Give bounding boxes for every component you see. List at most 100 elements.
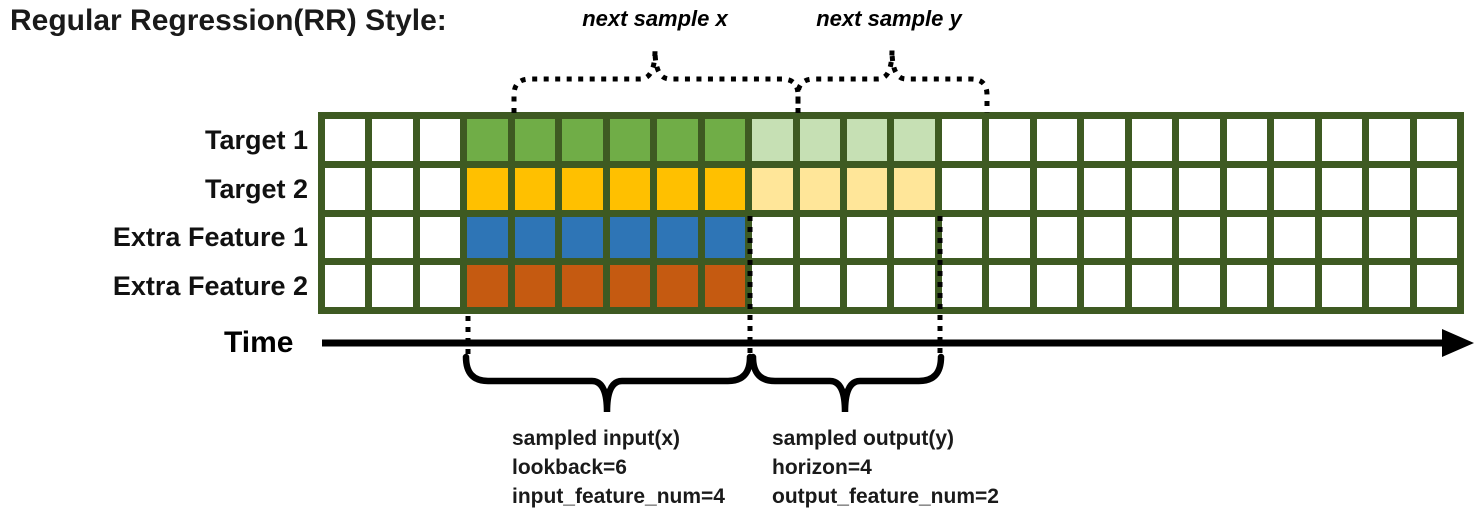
grid-cell-r2-c23: [1369, 167, 1410, 210]
grid-cell-r1-c1: [325, 119, 366, 161]
next-sample-x-label: next sample x: [582, 6, 728, 31]
grid-cell-r3-c5: [514, 216, 556, 259]
grid-cell-r3-c6: [562, 216, 603, 259]
grid-cell-r4-c16: [1036, 265, 1078, 307]
grid-cell-r1-c24: [1416, 119, 1457, 161]
grid-cell-r1-c9: [704, 119, 746, 161]
grid-cell-r3-c12: [847, 216, 888, 259]
row-label-extra-feature-1: Extra Feature 1: [112, 222, 308, 252]
grid-cell-r2-c15: [989, 167, 1030, 210]
grid-cell-r4-c11: [799, 265, 841, 307]
grid-cell-r2-c16: [1036, 167, 1078, 210]
grid-cell-r2-c18: [1131, 167, 1173, 210]
sampled-input-brace: [462, 353, 754, 413]
grid-cell-r4-c22: [1321, 265, 1363, 307]
grid-cell-r4-c19: [1179, 265, 1220, 307]
sampled-output-line1: sampled output(y): [772, 427, 954, 450]
grid-cell-r2-c9: [704, 167, 746, 210]
grid-cell-r1-c5: [514, 119, 556, 161]
grid-cell-r1-c22: [1321, 119, 1363, 161]
page-title: Regular Regression(RR) Style:: [10, 4, 447, 37]
grid-cell-r4-c9: [704, 265, 746, 307]
grid-cell-r3-c16: [1036, 216, 1078, 259]
grid-cell-r4-c24: [1416, 265, 1457, 307]
grid-cell-r1-c10: [752, 119, 793, 161]
grid-cell-r2-c6: [562, 167, 603, 210]
grid-cell-r3-c14: [941, 216, 983, 259]
grid-cell-r4-c6: [562, 265, 603, 307]
grid-cell-r3-c11: [799, 216, 841, 259]
grid-cell-r3-c10: [752, 216, 793, 259]
grid-cell-r3-c7: [609, 216, 651, 259]
sampled-output-line2: horizon=4: [772, 456, 872, 479]
grid-cell-r1-c6: [562, 119, 603, 161]
sampled-input-caption: sampled input(x) lookback=6 input_featur…: [512, 424, 725, 511]
grid-cell-r1-c13: [894, 119, 935, 161]
grid-cell-r4-c18: [1131, 265, 1173, 307]
grid-cell-r3-c23: [1369, 216, 1410, 259]
grid-cell-r4-c20: [1226, 265, 1268, 307]
grid-cell-r3-c22: [1321, 216, 1363, 259]
grid-cell-r2-c2: [372, 167, 413, 210]
grid-cell-r1-c3: [419, 119, 461, 161]
sampled-output-caption: sampled output(y) horizon=4 output_featu…: [772, 424, 999, 511]
grid-cell-r4-c23: [1369, 265, 1410, 307]
grid-cell-r1-c11: [799, 119, 841, 161]
grid-cell-r2-c12: [847, 167, 888, 210]
next-sample-y-label: next sample y: [816, 6, 962, 31]
grid-cell-r3-c18: [1131, 216, 1173, 259]
grid-cell-r3-c3: [419, 216, 461, 259]
grid-cell-r1-c20: [1226, 119, 1268, 161]
row-label-target-2: Target 2: [204, 174, 308, 204]
grid-cell-r4-c14: [941, 265, 983, 307]
grid-cell-r3-c15: [989, 216, 1030, 259]
grid-cell-r2-c20: [1226, 167, 1268, 210]
grid-cell-r3-c4: [467, 216, 508, 259]
grid-cell-r3-c13: [894, 216, 935, 259]
sampled-output-brace: [749, 353, 945, 413]
grid-cell-r3-c1: [325, 216, 366, 259]
grid-cell-r4-c7: [609, 265, 651, 307]
grid-cell-r3-c9: [704, 216, 746, 259]
grid-cell-r4-c13: [894, 265, 935, 307]
grid-cell-r4-c1: [325, 265, 366, 307]
sampling-grid: [318, 112, 1464, 314]
sampled-input-line1: sampled input(x): [512, 427, 681, 450]
grid-cell-r4-c15: [989, 265, 1030, 307]
grid-cell-r4-c21: [1274, 265, 1315, 307]
grid-cell-r2-c24: [1416, 167, 1457, 210]
next-sample-y-brace: [795, 49, 990, 113]
grid-cell-r2-c5: [514, 167, 556, 210]
grid-cell-r4-c12: [847, 265, 888, 307]
grid-cell-r2-c21: [1274, 167, 1315, 210]
row-label-extra-feature-2: Extra Feature 2: [112, 271, 308, 301]
grid-cell-r2-c22: [1321, 167, 1363, 210]
grid-cell-r4-c2: [372, 265, 413, 307]
grid-cell-r1-c17: [1084, 119, 1125, 161]
time-axis-arrowhead: [1442, 329, 1474, 357]
grid-cell-r4-c8: [657, 265, 698, 307]
grid-cell-r2-c8: [657, 167, 698, 210]
sampled-input-line3: input_feature_num=4: [512, 485, 725, 508]
grid-cell-r1-c19: [1179, 119, 1220, 161]
grid-cell-r4-c3: [419, 265, 461, 307]
time-axis-label: Time: [224, 326, 294, 359]
grid-cell-r4-c10: [752, 265, 793, 307]
grid-cell-r4-c17: [1084, 265, 1125, 307]
sampled-input-line2: lookback=6: [512, 456, 627, 479]
row-label-target-1: Target 1: [204, 125, 308, 155]
grid-cell-r2-c3: [419, 167, 461, 210]
grid-cell-r2-c4: [467, 167, 508, 210]
grid-cell-r1-c21: [1274, 119, 1315, 161]
grid-cell-r1-c18: [1131, 119, 1173, 161]
grid-cell-r3-c20: [1226, 216, 1268, 259]
grid-cell-r2-c11: [799, 167, 841, 210]
grid-cell-r1-c14: [941, 119, 983, 161]
grid-cell-r2-c1: [325, 167, 366, 210]
grid-cell-r1-c2: [372, 119, 413, 161]
grid-cell-r3-c24: [1416, 216, 1457, 259]
sampled-output-line3: output_feature_num=2: [772, 485, 999, 508]
grid-cell-r4-c5: [514, 265, 556, 307]
grid-cell-r1-c4: [467, 119, 508, 161]
